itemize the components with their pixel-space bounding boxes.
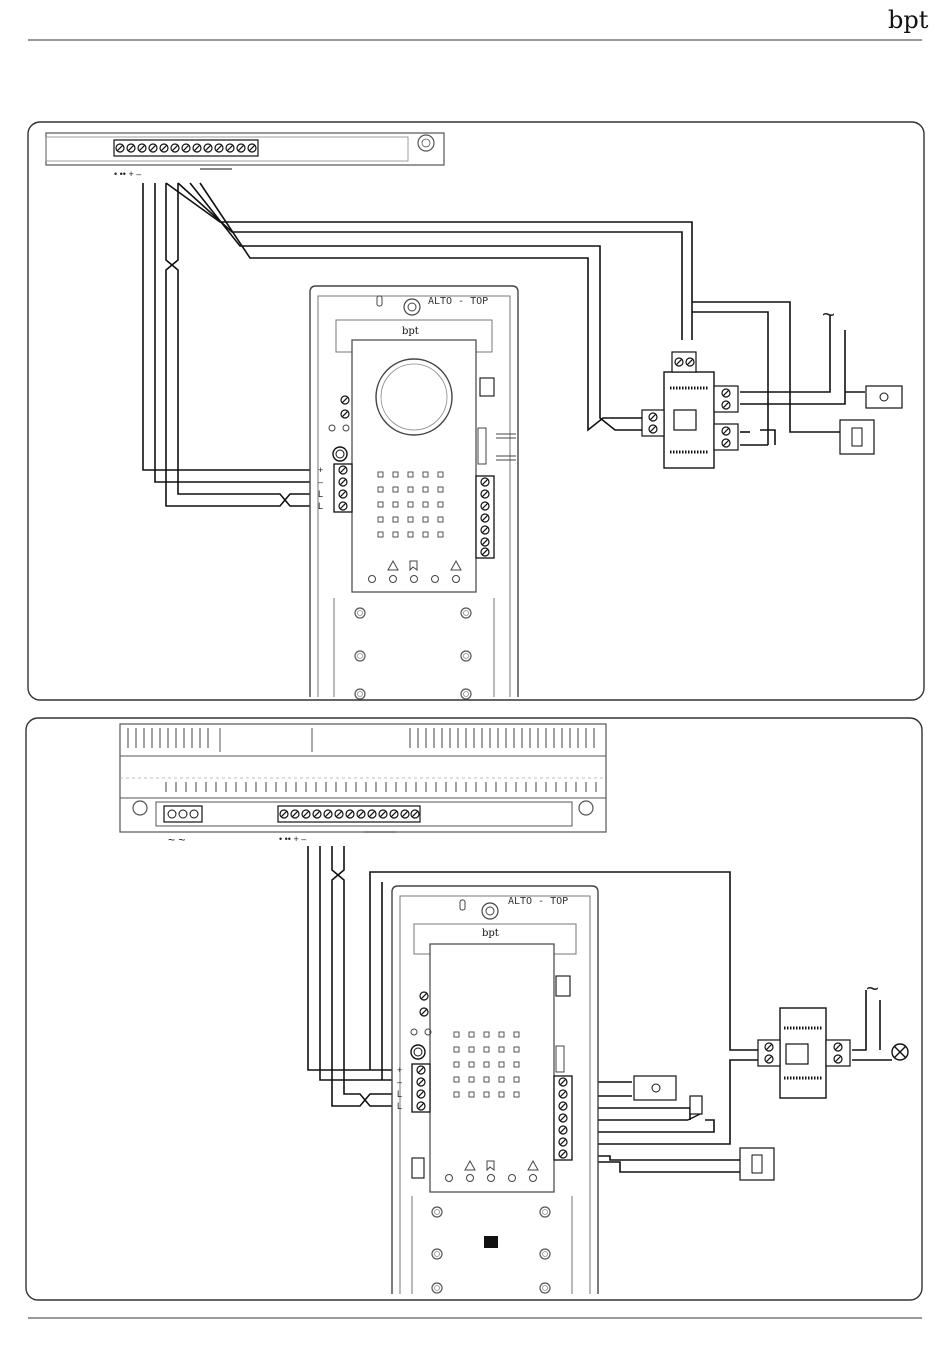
terminal-label-minus: – [318, 477, 323, 487]
electric-lock [866, 386, 902, 408]
panel-brand-label: bpt [402, 326, 419, 337]
audio-module-bottom [430, 944, 554, 1192]
diagram-panel-top: • •• + – ~ [28, 122, 924, 700]
push-button [840, 420, 874, 454]
terminal-label-minus-bottom: – [397, 1077, 402, 1087]
bpt-logo: bpt [888, 6, 929, 34]
bus-terminal-labels: • •• + – [114, 169, 141, 179]
ac-supply-symbol-bottom: ~ [866, 976, 879, 1001]
lamp [892, 1044, 908, 1060]
marker-plate [484, 1236, 498, 1248]
relay-module [642, 352, 738, 468]
terminal-label-plus-bottom: + [397, 1065, 402, 1075]
terminal-label-l2: L [318, 501, 323, 511]
panel-model-label-bottom: ALTO - TOP [508, 896, 568, 907]
terminal-label-plus: + [318, 465, 323, 475]
ac-supply-symbol: ~ [822, 302, 835, 327]
speaker-grille [376, 359, 452, 435]
connector [478, 428, 486, 464]
electric-lock-bottom [634, 1076, 676, 1100]
terminal-label-l2-bottom: L [397, 1101, 402, 1111]
diagram-panel-bottom: ~ ~ • •• + – ~ [26, 718, 922, 1300]
entrance-panel: ALTO - TOP bpt [310, 286, 518, 699]
entrance-panel-bottom: ALTO - TOP bpt [392, 886, 598, 1294]
relay-module-bottom [758, 1008, 850, 1098]
power-supply-unit-bottom: ~ ~ • •• + – [120, 724, 606, 847]
page-header: bpt [28, 6, 929, 40]
bus-terminal-labels-bottom: • •• + – [279, 834, 306, 844]
panel-model-label: ALTO - TOP [428, 296, 488, 307]
ac-terminal-labels: ~ ~ [168, 833, 185, 847]
push-button-bottom [740, 1148, 774, 1180]
jumper-switch-bottom [556, 976, 570, 996]
power-supply-unit: • •• + – [46, 133, 444, 179]
panel-brand-label-bottom: bpt [482, 928, 499, 939]
terminal-label-l1-bottom: L [397, 1089, 402, 1099]
jumper-switch [480, 378, 494, 396]
terminal-label-l1: L [318, 489, 323, 499]
